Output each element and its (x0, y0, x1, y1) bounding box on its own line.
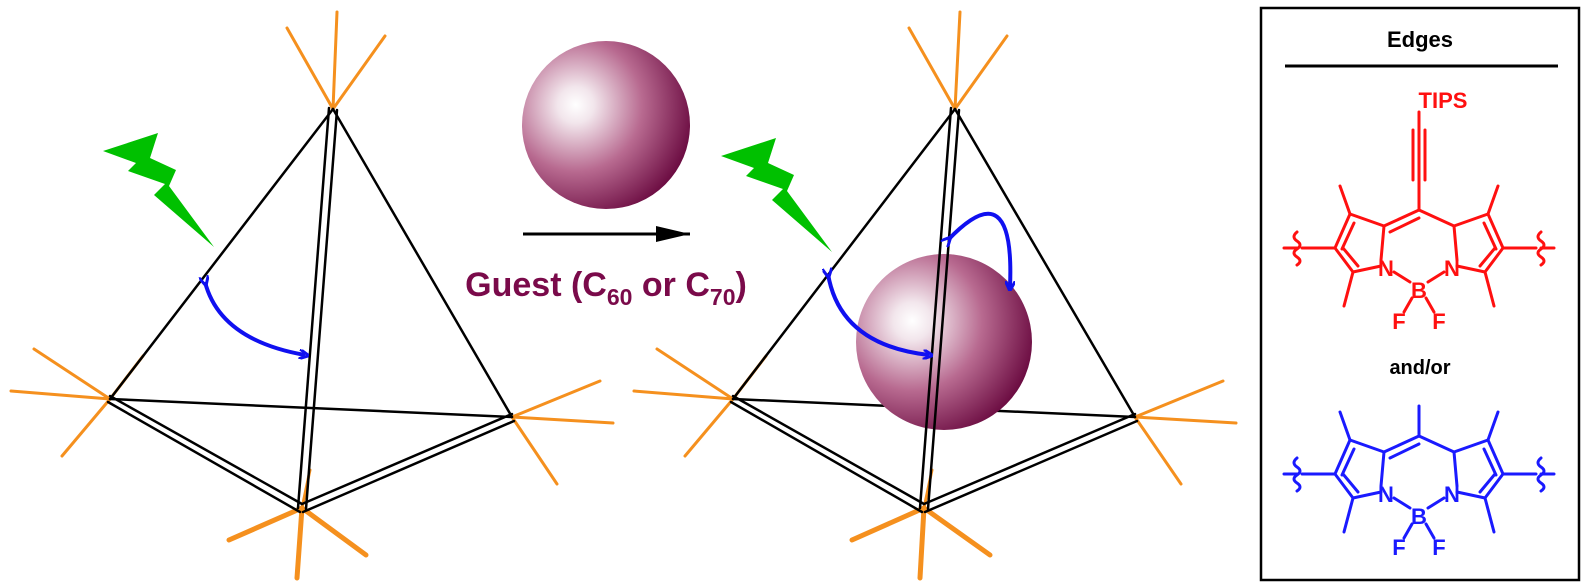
atom-label: N (1378, 256, 1394, 281)
atom-label: N (1444, 256, 1460, 281)
legend-frame (1259, 6, 1581, 582)
atom-label: N (1444, 482, 1460, 507)
energy-transfer-arrow-icon (828, 274, 929, 355)
fullerene-sphere-icon (522, 41, 690, 209)
energy-transfer-arrow-icon (205, 282, 305, 355)
edges-legend: Edges TIPS (1259, 6, 1581, 582)
energy-transfer-arrow-icon (948, 211, 1010, 287)
atom-label: B (1411, 278, 1427, 303)
atom-label: F (1392, 535, 1405, 560)
legend-title: Edges (1387, 27, 1453, 52)
tetrahedron-frame-right-front (918, 106, 961, 511)
host-guest-tetrahedron (632, 10, 1238, 581)
tips-label: TIPS (1419, 88, 1468, 113)
legend-connector: and/or (1389, 357, 1450, 379)
atom-label: N (1378, 482, 1394, 507)
lightning-bolt-icon (721, 138, 832, 252)
lightning-bolt-icon (103, 133, 214, 247)
atom-label: F (1392, 309, 1405, 334)
tetrahedron-frame-right-back (729, 107, 1139, 514)
empty-cage-tetrahedron (9, 10, 615, 581)
guest-addition-step: Guest (C60 or C70) (465, 41, 747, 310)
vertex-spikes-right (632, 10, 1238, 581)
tetrahedron-frame-left (106, 106, 516, 514)
bodipy-tips-structure: TIPS (1282, 88, 1556, 334)
atom-label: F (1432, 535, 1445, 560)
atom-label: F (1432, 309, 1445, 334)
guest-label: Guest (C60 or C70) (465, 266, 747, 310)
atom-label: B (1411, 504, 1427, 529)
bodipy-methyl-structure: N N B F F (1282, 404, 1556, 560)
